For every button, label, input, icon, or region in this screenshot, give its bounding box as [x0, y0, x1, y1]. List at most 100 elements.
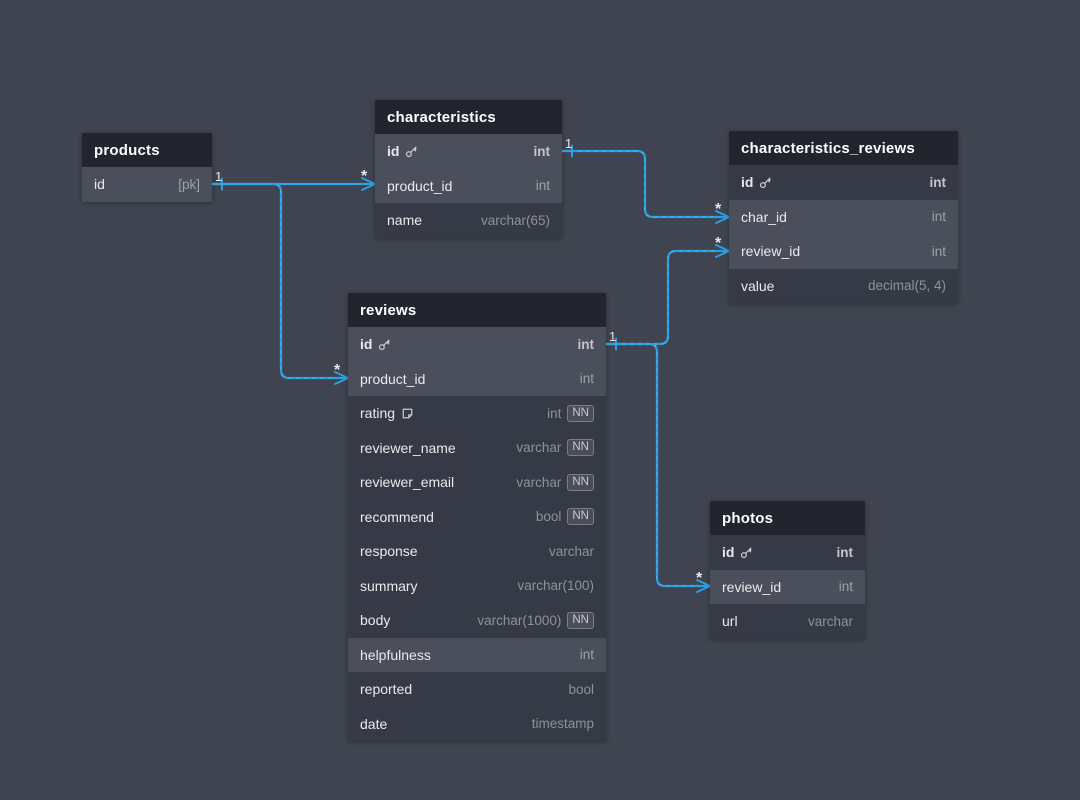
cardinality-many-label: * — [361, 168, 368, 185]
column-row-reviews-product_id[interactable]: product_id int — [348, 361, 606, 396]
cardinality-many-label: * — [334, 362, 341, 379]
column-row-reviews-reviewer_name[interactable]: reviewer_name varchar NN — [348, 430, 606, 465]
table-title: photos — [722, 509, 774, 527]
column-name: review_id — [741, 243, 801, 260]
table-header-products[interactable]: products — [82, 133, 212, 167]
column-name-group: id — [722, 544, 753, 560]
column-row-products-id[interactable]: id [pk] — [82, 167, 212, 202]
table-header-characteristics_reviews[interactable]: characteristics_reviews — [729, 131, 958, 165]
column-name: reviewer_email — [360, 474, 455, 491]
column-type: int — [547, 405, 562, 421]
column-type: int — [535, 178, 550, 194]
column-type-group: [pk] — [178, 177, 200, 192]
column-row-reviews-helpfulness[interactable]: helpfulness int — [348, 637, 606, 672]
column-name: recommend — [360, 508, 434, 525]
column-row-characteristics_reviews-value[interactable]: value decimal(5, 4) — [729, 268, 958, 303]
not-null-badge: NN — [567, 439, 594, 457]
column-type: timestamp — [531, 716, 594, 732]
column-row-characteristics_reviews-review_id[interactable]: review_id int — [729, 234, 958, 269]
column-row-characteristics_reviews-char_id[interactable]: char_id int — [729, 199, 958, 234]
table-products[interactable]: products id [pk] — [82, 133, 212, 202]
column-type: varchar — [807, 613, 853, 629]
column-type-group: varchar — [808, 614, 853, 629]
table-header-characteristics[interactable]: characteristics — [375, 100, 562, 134]
column-type: int — [579, 371, 594, 387]
not-null-badge: NN — [567, 473, 594, 491]
column-type: varchar — [516, 440, 562, 456]
column-type-group: int — [580, 371, 594, 386]
column-row-reviews-id[interactable]: id int — [348, 327, 606, 362]
column-type-group: int — [932, 244, 946, 259]
column-name-group: product_id — [387, 178, 452, 194]
not-null-badge: NN — [567, 404, 594, 422]
column-type: int — [577, 336, 595, 352]
column-type-group: int — [932, 209, 946, 224]
column-type: int — [579, 647, 594, 663]
column-type: int — [931, 209, 946, 225]
column-name-group: value — [741, 278, 774, 294]
column-name-group: reviewer_email — [360, 474, 454, 490]
column-type: bool — [535, 509, 562, 525]
column-row-characteristics-product_id[interactable]: product_id int — [375, 168, 562, 203]
relationship-products-id--characteristics-product_id: 1* — [210, 168, 377, 191]
column-name-group: id — [360, 336, 391, 352]
column-row-reviews-response[interactable]: response varchar — [348, 534, 606, 569]
column-name: helpfulness — [360, 646, 431, 663]
column-name-group: id — [94, 176, 105, 192]
column-type-group: timestamp — [532, 716, 594, 731]
column-name: char_id — [741, 208, 787, 225]
table-header-reviews[interactable]: reviews — [348, 293, 606, 327]
cardinality-many-label: * — [715, 201, 722, 218]
column-type-group: int — [534, 144, 551, 159]
column-name: id — [360, 336, 373, 353]
column-type-group: int — [536, 178, 550, 193]
key-icon — [740, 546, 753, 559]
not-null-badge: NN — [567, 508, 594, 526]
column-name: reviewer_name — [360, 439, 456, 456]
column-row-reviews-date[interactable]: date timestamp — [348, 706, 606, 741]
relationship-reviews-id--characteristics_reviews-review_id: 1* — [604, 235, 731, 351]
column-row-reviews-rating[interactable]: rating int NN — [348, 396, 606, 431]
column-name-group: review_id — [722, 579, 781, 595]
table-title: characteristics — [387, 108, 496, 126]
table-header-photos[interactable]: photos — [710, 501, 865, 535]
column-name: rating — [360, 405, 396, 422]
column-name-group: date — [360, 716, 387, 732]
column-type: varchar(65) — [480, 212, 550, 228]
column-name-group: response — [360, 543, 418, 559]
column-name-group: recommend — [360, 509, 434, 525]
column-name-group: summary — [360, 578, 418, 594]
column-name: response — [360, 543, 418, 560]
key-icon — [405, 145, 418, 158]
column-type: decimal(5, 4) — [867, 278, 946, 294]
column-type: varchar — [548, 543, 594, 559]
column-name-group: char_id — [741, 209, 787, 225]
cardinality-one-label: 1 — [215, 169, 222, 184]
column-row-reviews-recommend[interactable]: recommend bool NN — [348, 499, 606, 534]
cardinality-one-label: 1 — [565, 136, 572, 151]
column-name: value — [741, 277, 775, 294]
column-type-group: varchar(65) — [481, 213, 550, 228]
column-name: product_id — [360, 370, 426, 387]
column-name-group: rating — [360, 405, 414, 421]
relationship-products-id--reviews-product_id: * — [210, 182, 350, 385]
column-type: bool — [568, 681, 594, 697]
column-name: review_id — [722, 578, 782, 595]
column-name-group: reviewer_name — [360, 440, 456, 456]
